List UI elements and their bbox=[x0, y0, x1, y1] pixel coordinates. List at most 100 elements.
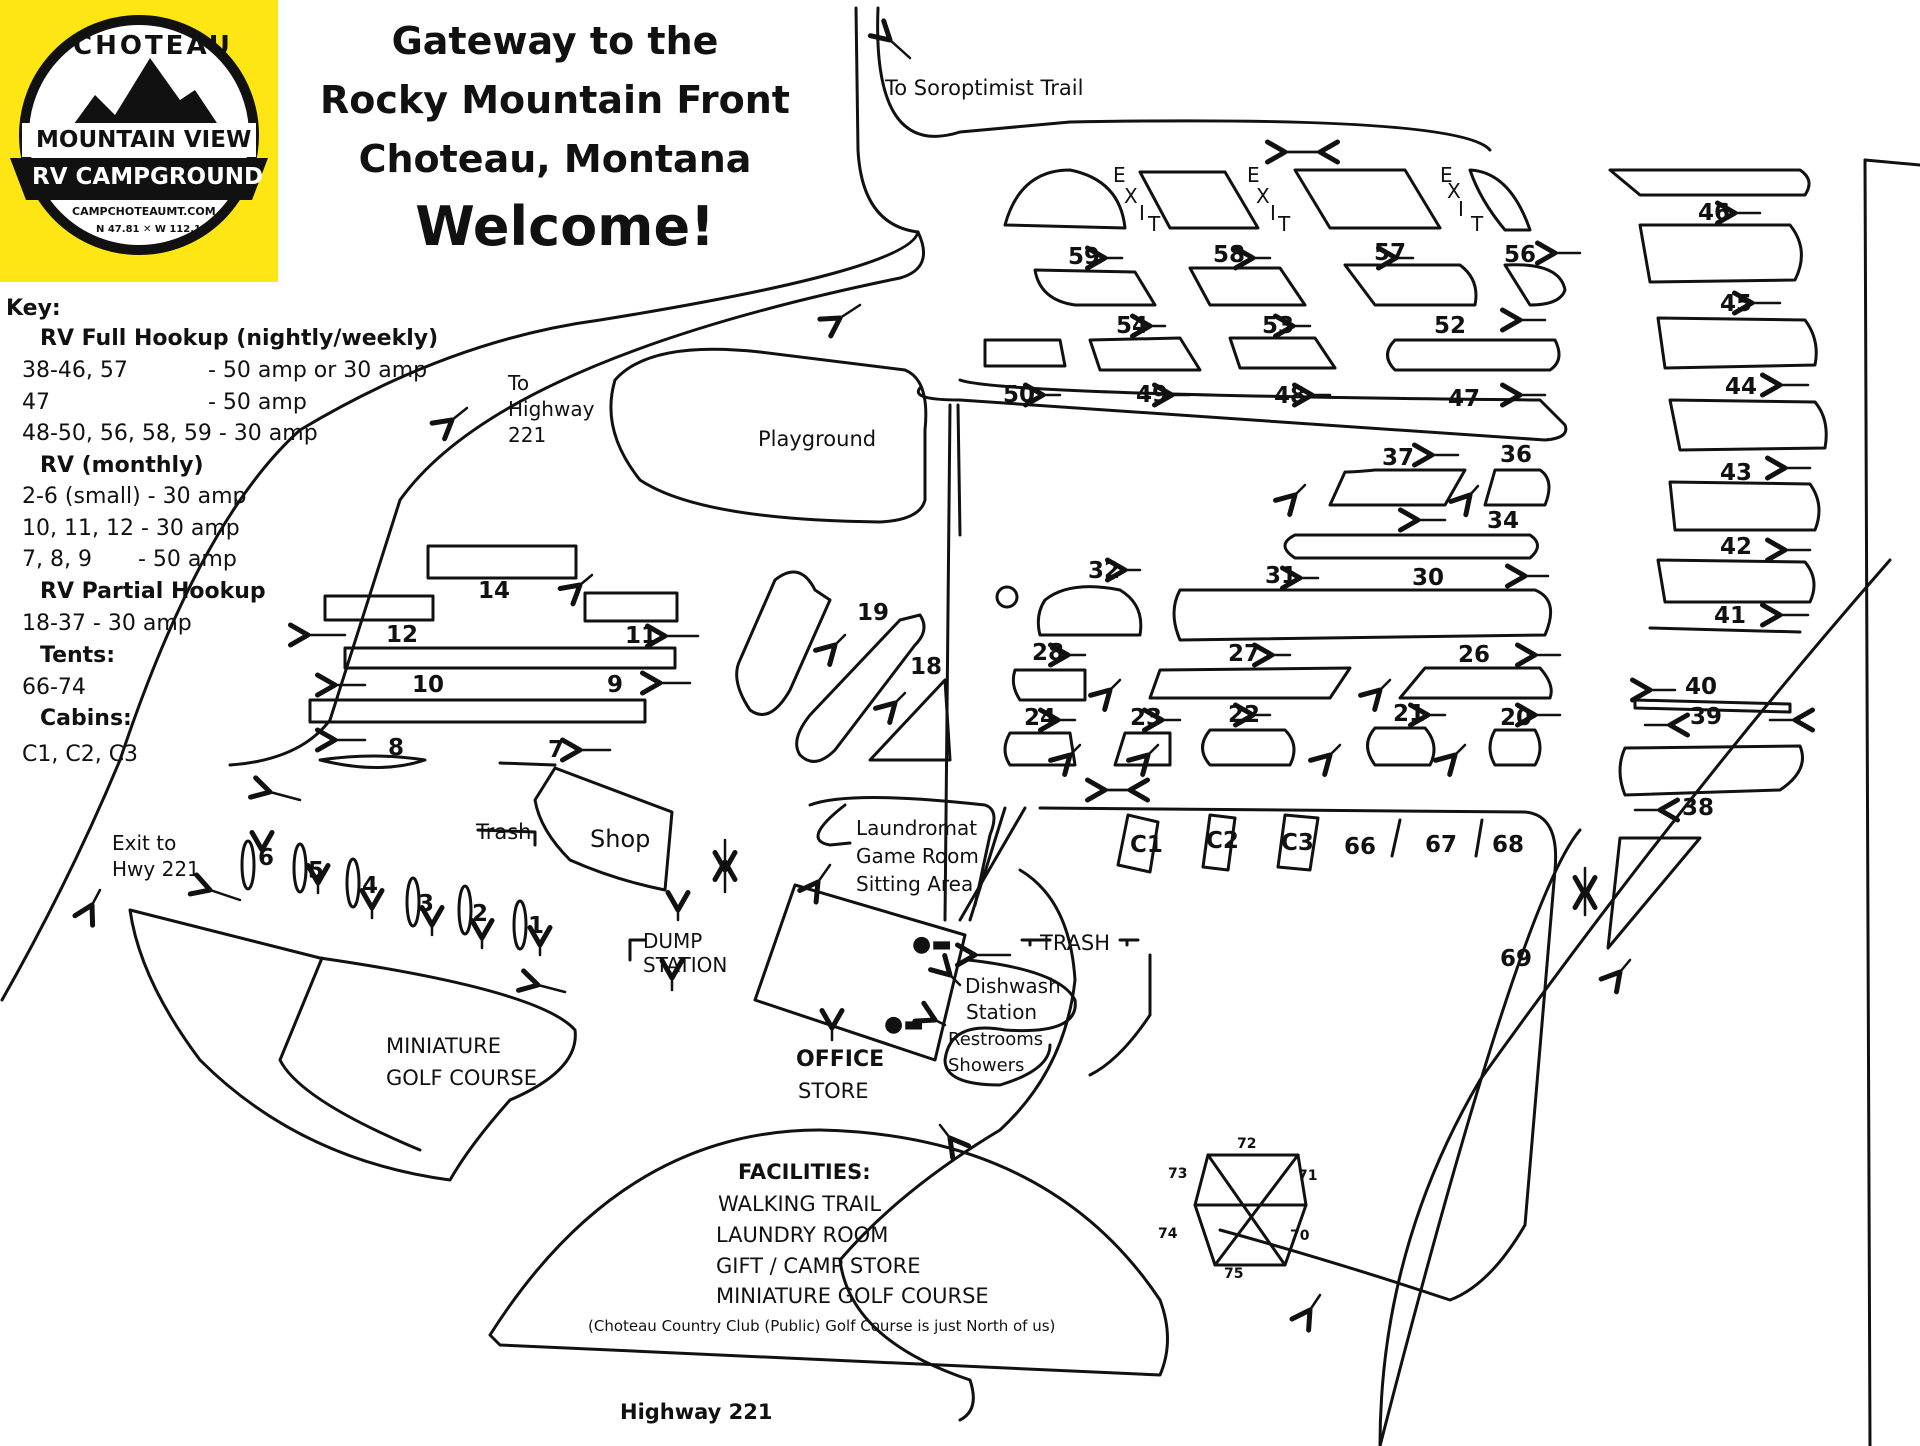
site-number: 7 bbox=[548, 737, 565, 763]
tent-site-number: 71 bbox=[1298, 1168, 1318, 1184]
laundromat-outline bbox=[808, 796, 996, 907]
label-exit-to-2: Hwy 221 bbox=[112, 857, 200, 881]
exit-letter: E bbox=[1440, 163, 1453, 187]
key-full-1a: 38-46, 57 bbox=[22, 358, 128, 383]
label-to-highway-3: 221 bbox=[508, 423, 547, 447]
logo-coords: N 47.81 ✕ W 112.18 bbox=[96, 224, 208, 235]
pad-38 bbox=[1606, 836, 1702, 950]
road-west-outer bbox=[0, 230, 920, 1002]
site-oval bbox=[512, 899, 528, 951]
site-number: 4 bbox=[362, 873, 379, 899]
facilities-note: (Choteau Country Club (Public) Golf Cour… bbox=[588, 1317, 1056, 1335]
key-partial-1: 18-37 - 30 amp bbox=[22, 611, 192, 636]
cabin-c2 bbox=[1201, 813, 1237, 872]
pad-27 bbox=[1148, 666, 1352, 700]
pad-32 bbox=[1036, 585, 1143, 637]
exit-letter: T bbox=[1148, 212, 1161, 236]
pad-44 bbox=[1656, 316, 1818, 370]
pad-58 bbox=[1188, 266, 1307, 307]
tent-site-number: 70 bbox=[1290, 1228, 1310, 1244]
key-rv-partial: RV Partial Hookup bbox=[40, 579, 266, 604]
site-number: 9 bbox=[607, 672, 624, 698]
site-number: 12 bbox=[386, 622, 419, 648]
marker-circle bbox=[995, 585, 1019, 609]
pad-north bbox=[1138, 170, 1260, 230]
pavilion-hexagon bbox=[1193, 1153, 1308, 1267]
facility-item: MINIATURE GOLF COURSE bbox=[716, 1284, 989, 1308]
pad-40 bbox=[1633, 698, 1792, 714]
pad-54 bbox=[983, 338, 1067, 368]
label-dishwash-1: Dishwash bbox=[965, 974, 1061, 998]
pad-28 bbox=[1011, 668, 1087, 702]
laundromat-outline bbox=[816, 803, 852, 847]
pad-23 bbox=[1113, 731, 1172, 767]
pad-41-line bbox=[1648, 626, 1802, 634]
exit-letter: X bbox=[1124, 184, 1138, 208]
facility-item: GIFT / CAMP STORE bbox=[716, 1254, 921, 1278]
trash-line bbox=[476, 828, 537, 847]
exit-letter: E bbox=[1113, 163, 1126, 187]
key-cabins-value: C1, C2, C3 bbox=[22, 742, 139, 767]
site-number: 49 bbox=[1136, 382, 1169, 408]
site-number: 19 bbox=[857, 600, 890, 626]
site-number: 1 bbox=[528, 913, 545, 939]
tent-site-number: 73 bbox=[1168, 1166, 1188, 1182]
pad-14 bbox=[426, 544, 578, 580]
site-oval bbox=[405, 876, 421, 928]
site-number: 42 bbox=[1720, 534, 1753, 560]
pad-39 bbox=[1618, 744, 1804, 797]
exit-letter: I bbox=[1139, 201, 1145, 225]
label-mini-golf-2: GOLF COURSE bbox=[386, 1066, 538, 1090]
site-number: 47 bbox=[1448, 386, 1481, 412]
site-number: 32 bbox=[1088, 558, 1121, 584]
label-sitting-area: Sitting Area bbox=[856, 872, 974, 896]
label-dump-1: DUMP bbox=[643, 929, 703, 953]
site-number: 52 bbox=[1434, 313, 1467, 339]
pad-26 bbox=[1398, 666, 1553, 700]
label-game-room: Game Room bbox=[856, 844, 979, 868]
tent-site-number: 74 bbox=[1158, 1226, 1178, 1242]
cabin-c1 bbox=[1116, 813, 1160, 874]
label-to-highway-2: Highway bbox=[508, 397, 595, 421]
label-showers: Showers bbox=[948, 1055, 1025, 1076]
pad-9 bbox=[308, 698, 647, 724]
site-number: 36 bbox=[1500, 442, 1533, 468]
label-exit-to-1: Exit to bbox=[112, 831, 177, 855]
pad-20 bbox=[1488, 728, 1542, 767]
logo-banner: RV CAMPGROUND bbox=[32, 164, 264, 190]
header-line-1: Gateway to the bbox=[391, 19, 719, 63]
site-number: 45 bbox=[1720, 291, 1753, 317]
logo-emblem bbox=[10, 15, 268, 255]
tent-area-outline bbox=[1038, 806, 1558, 1302]
key-monthly-3a: 7, 8, 9 bbox=[22, 547, 92, 572]
site-number: 31 bbox=[1265, 563, 1298, 589]
site-number: 10 bbox=[412, 672, 445, 698]
site-number: 48 bbox=[1274, 383, 1307, 409]
tent-divider bbox=[1474, 818, 1484, 858]
tent-site-number: 68 bbox=[1492, 832, 1525, 858]
label-to-highway-1: To bbox=[508, 371, 530, 395]
site-number: 56 bbox=[1504, 242, 1537, 268]
label-office: OFFICE bbox=[796, 1047, 885, 1072]
pad-41 bbox=[1656, 558, 1816, 604]
pad-18 bbox=[868, 678, 952, 762]
pad-59 bbox=[1033, 268, 1157, 307]
key-monthly-3b: - 50 amp bbox=[138, 547, 237, 572]
shop-building bbox=[533, 766, 674, 892]
site-number: 41 bbox=[1714, 603, 1747, 629]
road-east-edge bbox=[1863, 158, 1872, 1446]
site-number: 22 bbox=[1228, 702, 1261, 728]
office-outline bbox=[838, 868, 1077, 1422]
key-full-1b: - 50 amp or 30 amp bbox=[208, 358, 428, 383]
site-oval bbox=[457, 884, 473, 936]
label-laundromat: Laundromat bbox=[856, 816, 978, 840]
tent-site-number: 69 bbox=[1500, 946, 1533, 972]
facility-item: WALKING TRAIL bbox=[718, 1192, 882, 1216]
mini-golf-area bbox=[128, 908, 577, 1182]
tent-divider bbox=[1390, 818, 1402, 858]
key-rv-monthly: RV (monthly) bbox=[40, 453, 204, 478]
facility-item: LAUNDRY ROOM bbox=[716, 1223, 889, 1247]
label-trash: Trash bbox=[476, 820, 532, 844]
exit-letter: I bbox=[1458, 197, 1464, 221]
pad-34 bbox=[1283, 533, 1539, 560]
